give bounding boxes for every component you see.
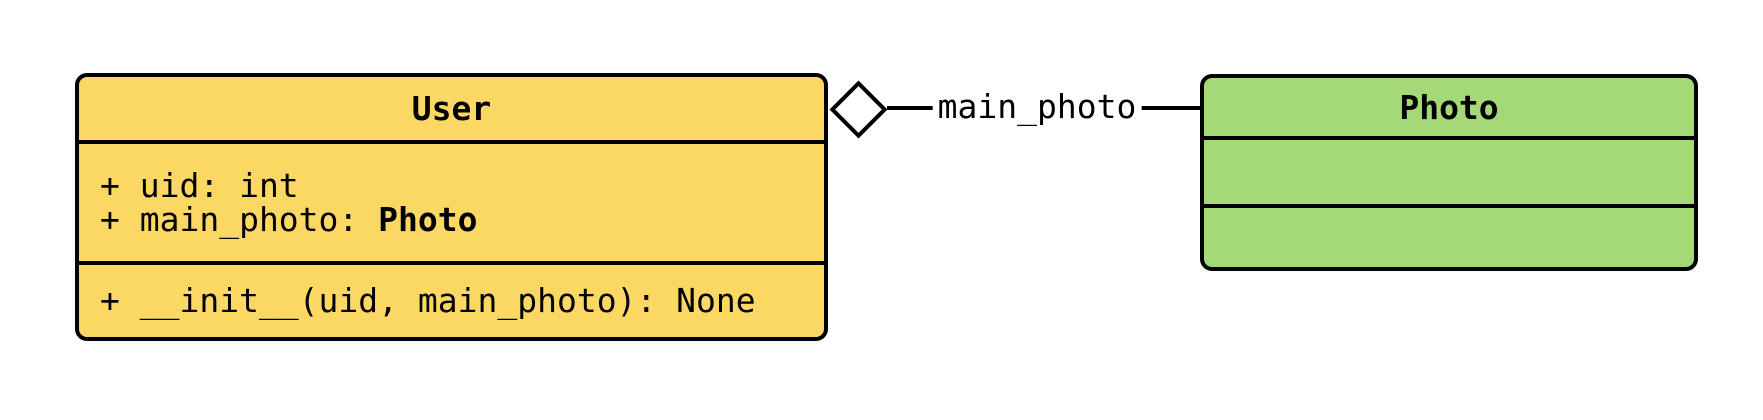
relationship-label: main_photo [932,90,1142,124]
attribute-uid-text: + uid: int [100,165,299,205]
class-box-user: User + uid: int + main_photo: Photo + __… [75,73,828,341]
class-attributes-compartment-photo [1204,140,1694,208]
class-title-user: User [411,89,492,128]
class-methods-compartment-user: + __init__(uid, main_photo): None [79,265,824,337]
attribute-main-photo: + main_photo: Photo [100,199,824,239]
attribute-main-photo-text: + main_photo: [100,199,379,239]
method-init: + __init__(uid, main_photo): None [100,284,824,318]
aggregation-diamond-icon [829,80,888,139]
class-title-compartment-user: User [79,77,824,144]
attribute-uid: + uid: int [100,165,824,205]
class-attributes-compartment-user: + uid: int + main_photo: Photo [79,144,824,265]
class-title-compartment-photo: Photo [1204,78,1694,140]
class-box-photo: Photo [1200,74,1698,271]
class-methods-compartment-photo [1204,208,1694,267]
class-title-photo: Photo [1399,87,1499,127]
attribute-main-photo-type-ref: Photo [378,199,478,239]
method-init-text: + __init__(uid, main_photo): None [100,281,756,320]
